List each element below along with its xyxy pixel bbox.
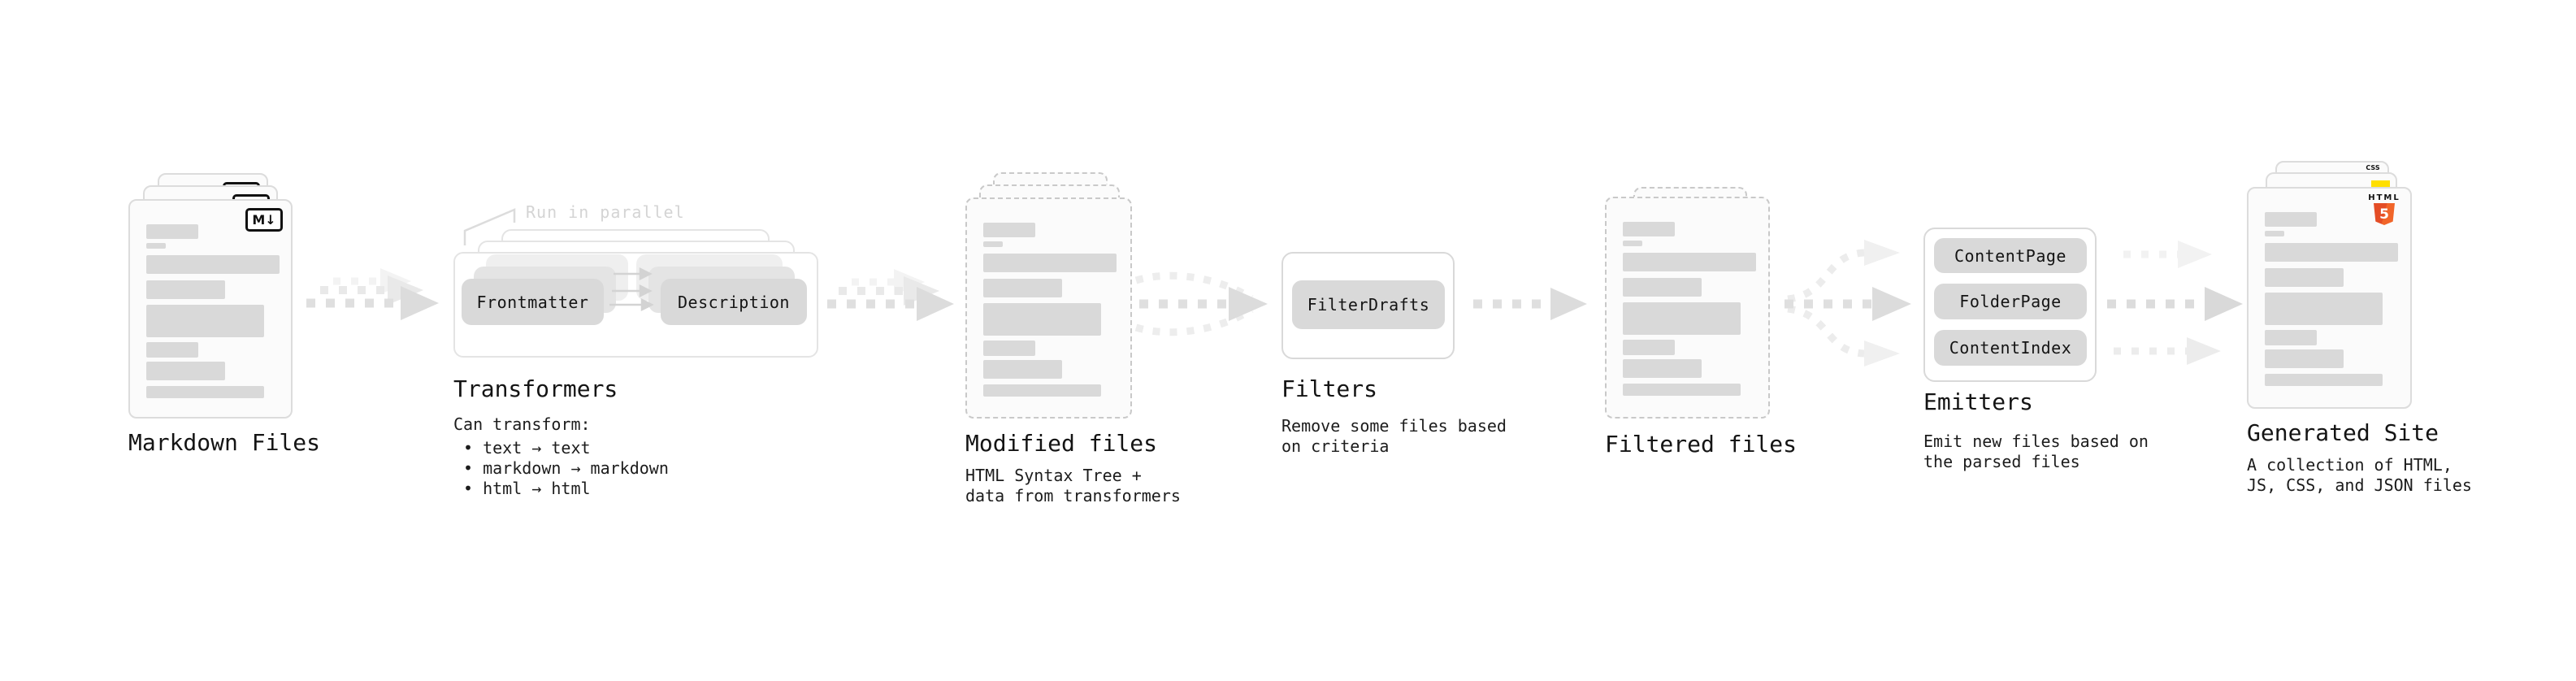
bullet-item: • markdown → markdown: [463, 458, 669, 478]
bullet-item: • html → html: [463, 479, 591, 498]
placeholder-text-bar: [2265, 293, 2383, 325]
placeholder-text-bar: [146, 243, 166, 249]
generated-site-label: Generated Site: [2247, 419, 2439, 446]
placeholder-text-bar: [1623, 241, 1642, 246]
generated-doc-html: HTML 5: [2247, 187, 2412, 409]
placeholder-text-bar: [983, 241, 1003, 247]
arrow-emitters-to-generated: [2107, 241, 2243, 365]
transformers-description: Can transform:: [453, 414, 591, 434]
generated-site-description: A collection of HTML, JS, CSS, and JSON …: [2247, 455, 2472, 495]
filters-label: Filters: [1281, 375, 1378, 402]
placeholder-text-bar: [1623, 222, 1675, 236]
placeholder-text-bar: [983, 360, 1062, 379]
emitters-description: Emit new files based on the parsed files: [1923, 432, 2149, 471]
placeholder-text-bar: [146, 386, 264, 398]
markdown-doc-front: M↓: [128, 199, 293, 419]
modified-files-label: Modified files: [965, 430, 1158, 457]
arrow-filters-to-filtered: [1473, 288, 1587, 320]
filtered-doc-front: [1605, 197, 1770, 419]
arrow-transformers-to-modified: [827, 269, 954, 321]
transformers-label: Transformers: [453, 375, 618, 402]
filtered-files-label: Filtered files: [1605, 431, 1798, 458]
placeholder-text-bar: [2265, 330, 2317, 345]
arrow-modified-to-filters: [1134, 271, 1268, 336]
emitters-label: Emitters: [1923, 388, 2033, 415]
placeholder-text-bar: [146, 342, 198, 358]
placeholder-text-bar: [983, 279, 1062, 297]
placeholder-text-bar: [1623, 278, 1702, 297]
placeholder-text-bar: [2265, 349, 2344, 368]
placeholder-text-bar: [1623, 340, 1675, 355]
contentindex-node: ContentIndex: [1934, 330, 2087, 366]
transformers-bullet-list: • text → text • markdown → markdown • ht…: [463, 438, 669, 499]
placeholder-text-bar: [2265, 374, 2383, 386]
modified-files-description: HTML Syntax Tree + data from transformer…: [965, 466, 1181, 505]
frontmatter-node: Frontmatter: [462, 279, 604, 325]
placeholder-text-bar: [983, 223, 1035, 237]
arrow-markdown-to-transformers: [306, 268, 439, 320]
folderpage-node: FolderPage: [1934, 284, 2087, 319]
placeholder-text-bar: [146, 255, 280, 274]
bullet-item: • text → text: [463, 438, 591, 458]
placeholder-text-bar: [146, 280, 225, 299]
markdown-files-label: Markdown Files: [128, 429, 321, 456]
arrow-filtered-to-emitters: [1785, 240, 1911, 367]
placeholder-text-bar: [146, 362, 225, 380]
filterdrafts-node: FilterDrafts: [1292, 280, 1445, 329]
placeholder-text-bar: [146, 305, 264, 337]
placeholder-text-bar: [983, 340, 1035, 356]
placeholder-text-bar: [1623, 384, 1741, 396]
placeholder-text-bar: [983, 254, 1117, 272]
description-node: Description: [661, 279, 807, 325]
placeholder-text-bar: [2265, 231, 2284, 236]
placeholder-text-bar: [2265, 268, 2344, 287]
placeholder-text-bar: [2265, 243, 2398, 262]
filters-description: Remove some files based on criteria: [1281, 416, 1507, 456]
placeholder-text-bar: [146, 224, 198, 239]
markdown-icon: M↓: [245, 208, 283, 232]
placeholder-text-bar: [983, 384, 1101, 397]
placeholder-text-bar: [983, 303, 1101, 336]
placeholder-text-bar: [1623, 359, 1702, 378]
html5-icon: HTML 5: [2366, 193, 2402, 225]
placeholder-text-bar: [1623, 253, 1756, 271]
modified-doc-front: [965, 197, 1132, 419]
placeholder-text-bar: [2265, 212, 2317, 227]
contentpage-node: ContentPage: [1934, 238, 2087, 273]
placeholder-text-bar: [1623, 302, 1741, 335]
run-in-parallel-annotation: Run in parallel: [526, 202, 685, 222]
